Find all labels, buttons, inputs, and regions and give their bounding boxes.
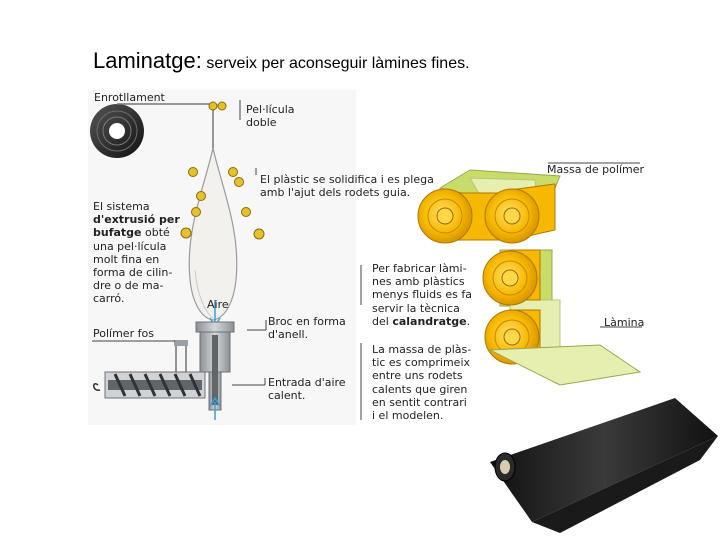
- label-fabricar-last-prefix: del: [372, 314, 393, 328]
- black-sheet-roll: [490, 398, 718, 533]
- label-sistema-line2: d'extrusió per: [93, 213, 180, 227]
- label-fabricar-line3: menys fluids es fa: [372, 288, 472, 302]
- label-entrada-aire: Entrada d'aire calent.: [268, 376, 346, 402]
- label-massa-line1: La massa de plàs-: [372, 343, 472, 356]
- label-sistema-line5: molt fina en: [93, 252, 160, 266]
- label-broc-line1: Broc en forma: [268, 315, 346, 328]
- label-sistema-line4: una pel·lícula: [93, 239, 167, 253]
- label-sistema-line3-bold: bufatge: [93, 226, 142, 240]
- title-subtitle: serveix per aconseguir làmines fines.: [206, 55, 470, 72]
- leader-lines: [92, 100, 642, 420]
- label-polimer-fos: Polímer fos: [93, 327, 154, 340]
- label-sistema-line6: forma de cilin-: [93, 266, 173, 280]
- label-massa-line4: calents que giren: [372, 382, 468, 396]
- label-massa-plastic: La massa de plàs- tic es comprimeix entr…: [372, 343, 471, 422]
- calendering-machine: [417, 169, 642, 386]
- film-bubble: [188, 147, 238, 321]
- label-lamina: Làmina: [604, 316, 645, 329]
- label-aire: Aire: [207, 298, 229, 311]
- label-massa-line6: i el modelen.: [372, 409, 444, 423]
- label-fabricar-last-suffix: .: [466, 314, 471, 328]
- label-sistema-line3-rest: obté: [141, 226, 170, 240]
- hopper-top: [174, 340, 188, 346]
- label-fabricar-line1: Per fabricar làmi-: [372, 262, 467, 275]
- roller-top: [484, 188, 540, 244]
- label-massa-line3: entre uns rodets: [372, 369, 463, 383]
- title-heading: Laminatge:: [93, 48, 202, 73]
- label-massa-line5: en sentit contrari: [372, 395, 467, 409]
- output-sheet: [488, 344, 642, 386]
- label-massa-polimer: Massa de polímer: [547, 163, 645, 176]
- label-entrada-line1: Entrada d'aire: [268, 376, 346, 389]
- screw-extruder: [93, 371, 206, 399]
- top-roller-2: [217, 101, 227, 111]
- label-fabricar-line2: nes amb plàstics: [372, 275, 465, 289]
- roller-middle: [482, 250, 538, 306]
- label-solidifica-line1: El plàstic se solidifica i es plega: [260, 173, 434, 186]
- label-fabricar-lamines: Per fabricar làmi- nes amb plàstics meny…: [372, 262, 472, 328]
- roller-left: [417, 188, 473, 244]
- hot-air-arrowhead: [209, 396, 221, 407]
- label-massa-line2: tic es comprimeix: [372, 356, 471, 370]
- label-pellicula-line2: doble: [246, 116, 277, 130]
- label-pellicula-line1: Pel·lícula: [246, 103, 295, 116]
- label-fabricar-line4: servir la tècnica: [372, 301, 460, 315]
- guide-rollers: [180, 167, 265, 240]
- top-roller: [208, 101, 218, 111]
- label-sistema-line7: dre o de ma-: [93, 279, 164, 293]
- label-solidifica-line2: amb l'ajut dels rodets guia.: [260, 186, 411, 200]
- label-calandratge: calandratge: [392, 314, 467, 328]
- hopper: [175, 345, 187, 372]
- label-broc-line2: d'anell.: [268, 328, 309, 342]
- coil-roll: [90, 104, 144, 158]
- bubble-shade: [194, 269, 214, 319]
- label-entrada-line2: calent.: [268, 389, 306, 403]
- extrusion-die: [195, 321, 235, 411]
- label-sistema-line8: carró.: [93, 292, 125, 306]
- label-broc-forma: Broc en forma d'anell.: [268, 315, 346, 341]
- label-pellicula-doble: Pel·lícula doble: [246, 103, 295, 129]
- slide-title: Laminatge: serveix per aconseguir làmine…: [93, 48, 470, 74]
- label-plastic-solidifica: El plàstic se solidifica i es plega amb …: [260, 173, 434, 199]
- label-sistema-extrusio: El sistema d'extrusió per bufatge obté u…: [93, 200, 180, 306]
- label-sistema-line1: El sistema: [93, 200, 150, 213]
- label-enrotllament: Enrotllament: [94, 91, 165, 104]
